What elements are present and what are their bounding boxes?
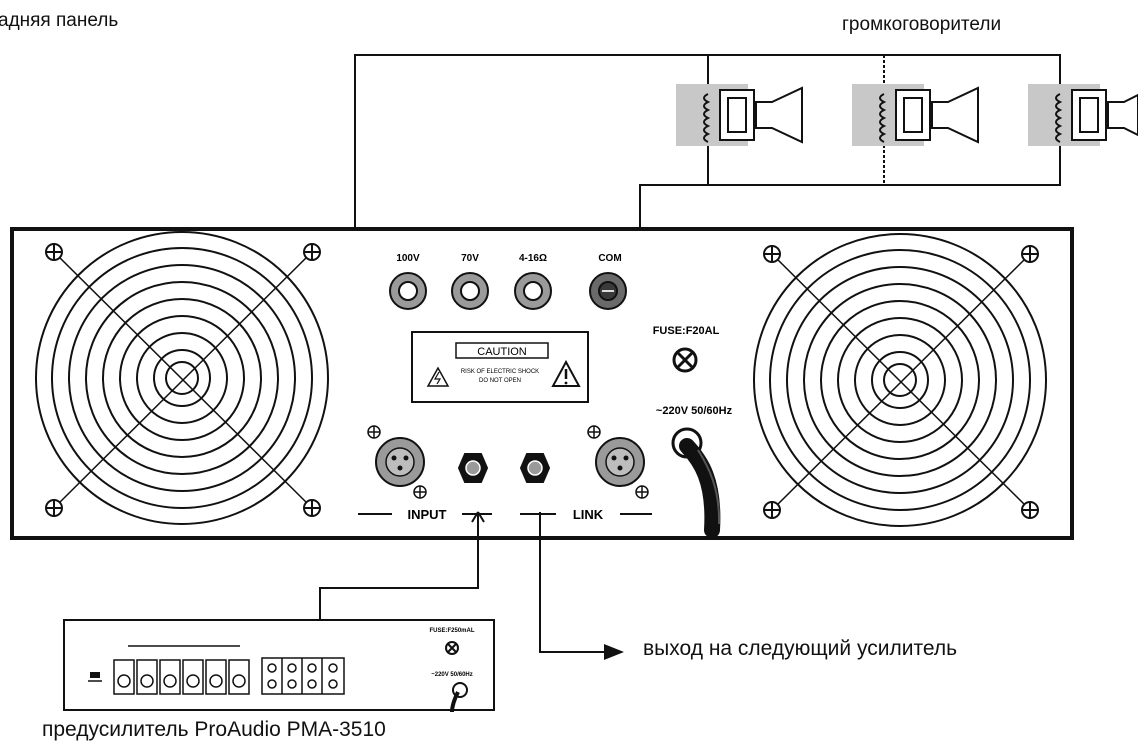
preamp-model-label: предусилитель ProAudio PMA-3510 <box>42 718 386 741</box>
speakers-label: громкоговорители <box>842 14 1002 35</box>
terminal-100v-jack[interactable] <box>389 272 427 310</box>
speaker-1-icon <box>676 84 803 146</box>
caution-title: CAUTION <box>477 346 527 358</box>
preamp-fuse-icon <box>445 641 459 655</box>
link-jack[interactable] <box>519 453 551 483</box>
xlr-orientation-icons <box>367 425 649 499</box>
exclamation-warning-icon <box>551 359 581 387</box>
input-jack[interactable] <box>457 453 489 483</box>
terminal-label-4-16ohm: 4-16Ω <box>519 253 547 264</box>
caution-line-2: DO NOT OPEN <box>479 378 521 384</box>
caution-label: CAUTION RISK OF ELECTRIC SHOCK DO NOT OP… <box>411 331 589 403</box>
screw-icons <box>45 243 1039 519</box>
terminal-label-70v: 70V <box>461 253 479 264</box>
input-label: INPUT <box>408 507 447 522</box>
speakers-group <box>676 84 1138 146</box>
fuse-holder: FUSE:F20AL <box>653 325 720 373</box>
right-fan-icon <box>753 233 1047 527</box>
speaker-3-icon <box>1028 84 1138 146</box>
panel-title-label: адняя панель <box>0 10 119 31</box>
power-cord: ~220V 50/60Hz <box>656 405 733 538</box>
caution-line-1: RISK OF ELECTRIC SHOCK <box>461 369 539 375</box>
preamp-output-terminals <box>261 657 345 695</box>
preamp-input-jacks <box>113 659 250 695</box>
speaker-2-icon <box>852 84 979 146</box>
fuse-label: FUSE:F20AL <box>653 325 720 337</box>
terminal-com-jack[interactable] <box>589 272 627 310</box>
terminal-70v-jack[interactable] <box>451 272 489 310</box>
preamp-power-cord <box>450 682 468 713</box>
preamp-fuse-label: FUSE:F250mAL <box>429 628 474 634</box>
preamp-rear-panel: FUSE:F250mAL ~220V 50/60Hz <box>63 619 495 713</box>
output-terminals: 100V 70V 4-16Ω COM <box>389 253 627 310</box>
terminal-4-16ohm-jack[interactable] <box>514 272 552 310</box>
power-rating-label: ~220V 50/60Hz <box>656 405 733 417</box>
left-fan-icon <box>35 231 329 525</box>
output-next-amplifier-label: выход на следующий усилитель <box>643 637 958 660</box>
preamp-power-switch-icon <box>88 672 102 682</box>
input-xlr-connector[interactable] <box>375 437 425 487</box>
shock-warning-icon <box>426 366 450 387</box>
link-xlr-connector[interactable] <box>595 437 645 487</box>
link-label: LINK <box>573 507 604 522</box>
terminal-label-com: COM <box>598 253 621 264</box>
preamp-power-label: ~220V 50/60Hz <box>431 672 473 678</box>
terminal-label-100v: 100V <box>396 253 420 264</box>
